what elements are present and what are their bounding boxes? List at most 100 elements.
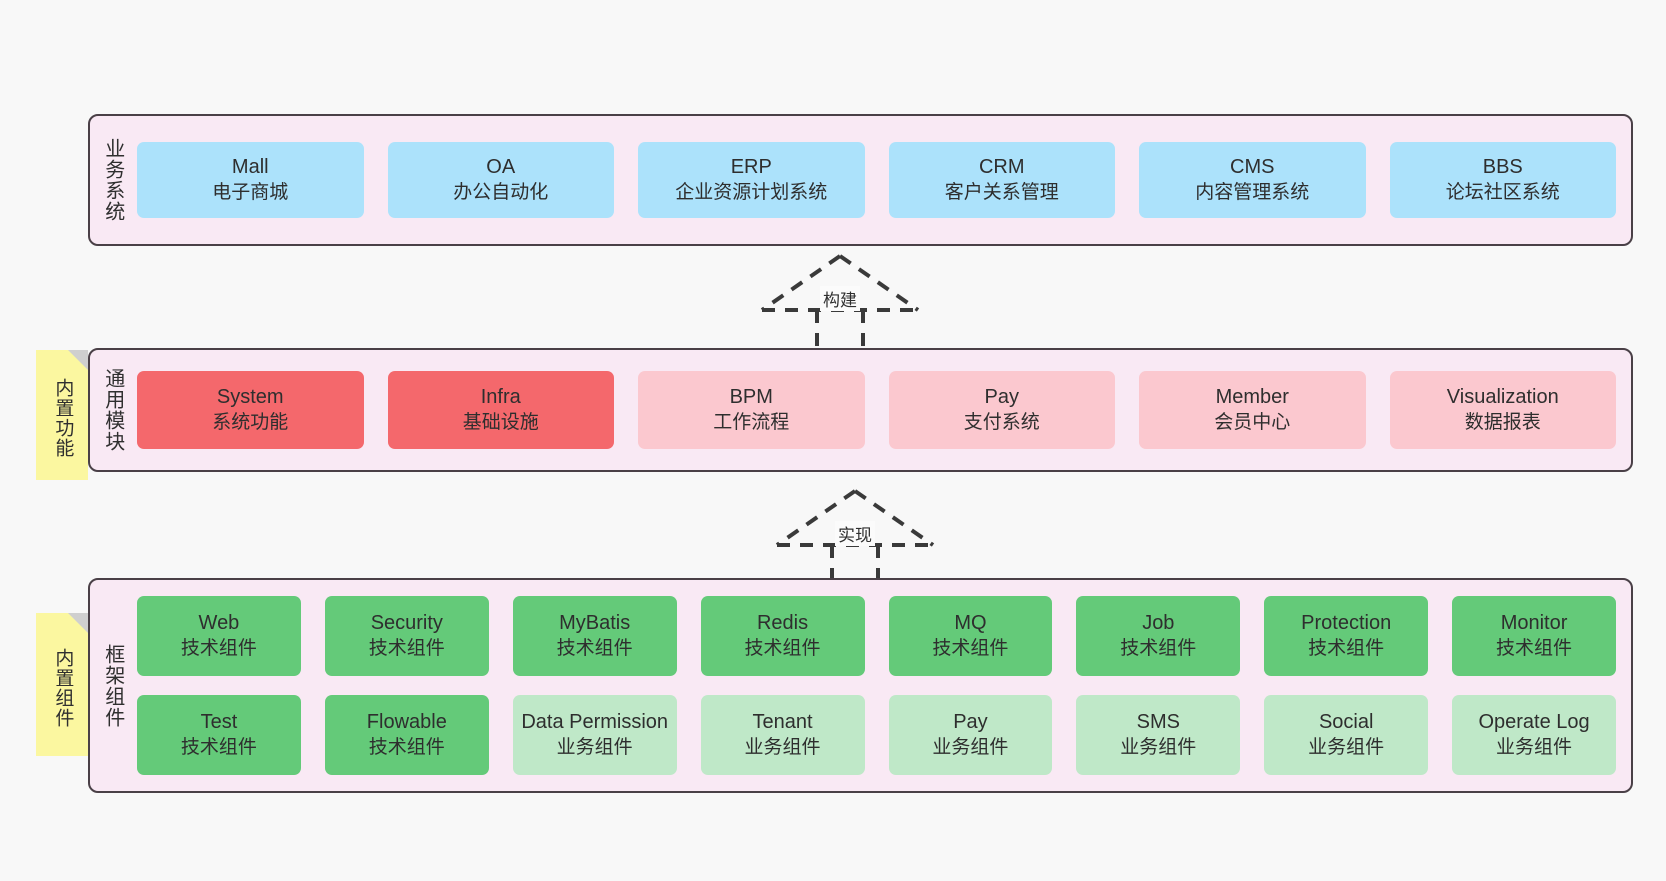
- card-title-cn: 数据报表: [1464, 411, 1541, 433]
- card-title-cn: 企业资源计划系统: [675, 181, 828, 203]
- card-redis[interactable]: Redis 技术组件: [700, 596, 865, 676]
- layer-label-framework-component: 框架组件: [101, 643, 124, 728]
- card-title-cn: 技术组件: [556, 637, 633, 659]
- card-title-cn: 业务组件: [932, 736, 1009, 758]
- connector-build: 构建: [755, 252, 925, 354]
- card-social[interactable]: Social 业务组件: [1264, 695, 1429, 775]
- card-title-cn: 技术组件: [1120, 637, 1197, 659]
- card-title-en: Monitor: [1500, 612, 1568, 635]
- card-title-cn: 基础设施: [462, 411, 539, 433]
- card-row: Mall 电子商城 OA 办公自动化 ERP 企业资源计划系统 CRM 客户关系…: [137, 142, 1616, 218]
- card-title-cn: 技术组件: [1496, 637, 1573, 659]
- card-row: Test 技术组件 Flowable 技术组件 Data Permission …: [137, 695, 1616, 775]
- card-title-en: Security: [370, 612, 443, 635]
- card-title-cn: 业务组件: [1308, 736, 1385, 758]
- card-title-cn: 客户关系管理: [944, 181, 1059, 203]
- card-title-cn: 工作流程: [713, 411, 790, 433]
- card-oa[interactable]: OA 办公自动化: [387, 142, 614, 218]
- card-bpm[interactable]: BPM 工作流程: [638, 371, 865, 449]
- card-operate-log[interactable]: Operate Log 业务组件: [1452, 695, 1616, 775]
- card-title-en: Visualization: [1446, 386, 1559, 409]
- card-title-cn: 技术组件: [744, 637, 821, 659]
- card-title-en: CMS: [1230, 156, 1275, 179]
- card-title-cn: 技术组件: [180, 736, 257, 758]
- note-label: 内置组件: [52, 647, 74, 728]
- card-title-cn: 业务组件: [1120, 736, 1197, 758]
- card-monitor[interactable]: Monitor 技术组件: [1452, 596, 1616, 676]
- card-row: System 系统功能 Infra 基础设施 BPM 工作流程 Pay 支付系统…: [137, 371, 1616, 449]
- note-builtin-function: 内置功能: [36, 350, 88, 480]
- card-row: Web 技术组件 Security 技术组件 MyBatis 技术组件 Redi…: [137, 596, 1616, 676]
- card-visualization[interactable]: Visualization 数据报表: [1389, 371, 1616, 449]
- card-title-en: Web: [198, 612, 240, 635]
- layer-body-common-module: System 系统功能 Infra 基础设施 BPM 工作流程 Pay 支付系统…: [134, 350, 1631, 470]
- layer-label-business-system: 业务系统: [101, 138, 124, 222]
- card-title-en: ERP: [730, 156, 772, 179]
- card-title-en: Operate Log: [1478, 711, 1590, 734]
- connector-label-build: 构建: [820, 286, 860, 311]
- card-title-cn: 业务组件: [744, 736, 821, 758]
- note-label: 内置功能: [52, 378, 74, 458]
- card-title-en: Test: [200, 711, 238, 734]
- card-title-en: Data Permission: [521, 711, 669, 734]
- card-pay-biz[interactable]: Pay 业务组件: [888, 695, 1053, 775]
- card-title-en: Social: [1318, 711, 1374, 734]
- card-title-en: Pay: [984, 386, 1019, 409]
- card-title-cn: 技术组件: [368, 736, 445, 758]
- card-title-en: BPM: [729, 386, 773, 409]
- card-title-cn: 电子商城: [212, 181, 289, 203]
- card-flowable[interactable]: Flowable 技术组件: [324, 695, 489, 775]
- card-title-cn: 业务组件: [556, 736, 633, 758]
- layer-common-module: 通用模块 System 系统功能 Infra 基础设施 BPM 工作流程 Pay…: [88, 348, 1633, 472]
- card-title-cn: 业务组件: [1496, 736, 1573, 758]
- card-job[interactable]: Job 技术组件: [1076, 596, 1241, 676]
- layer-framework-component: 框架组件 Web 技术组件 Security 技术组件 MyBatis 技术组件…: [88, 578, 1633, 793]
- card-test[interactable]: Test 技术组件: [137, 695, 301, 775]
- card-member[interactable]: Member 会员中心: [1139, 371, 1366, 449]
- card-title-en: Flowable: [366, 711, 447, 734]
- card-system[interactable]: System 系统功能: [137, 371, 364, 449]
- card-cms[interactable]: CMS 内容管理系统: [1139, 142, 1366, 218]
- card-title-cn: 技术组件: [932, 637, 1009, 659]
- card-protection[interactable]: Protection 技术组件: [1264, 596, 1429, 676]
- card-title-cn: 技术组件: [180, 637, 257, 659]
- card-bbs[interactable]: BBS 论坛社区系统: [1389, 142, 1616, 218]
- card-security[interactable]: Security 技术组件: [324, 596, 489, 676]
- connector-label-implement: 实现: [835, 521, 875, 546]
- card-mall[interactable]: Mall 电子商城: [137, 142, 364, 218]
- card-mybatis[interactable]: MyBatis 技术组件: [512, 596, 677, 676]
- card-title-en: MyBatis: [559, 612, 631, 635]
- card-sms[interactable]: SMS 业务组件: [1076, 695, 1241, 775]
- note-builtin-component: 内置组件: [36, 613, 88, 756]
- connector-implement: 实现: [770, 487, 940, 589]
- card-title-en: Tenant: [752, 711, 813, 734]
- card-pay[interactable]: Pay 支付系统: [888, 371, 1115, 449]
- card-web[interactable]: Web 技术组件: [137, 596, 301, 676]
- card-title-en: BBS: [1482, 156, 1523, 179]
- card-title-cn: 支付系统: [963, 411, 1040, 433]
- card-infra[interactable]: Infra 基础设施: [387, 371, 614, 449]
- card-title-cn: 系统功能: [212, 411, 289, 433]
- card-tenant[interactable]: Tenant 业务组件: [700, 695, 865, 775]
- card-title-en: Protection: [1301, 612, 1392, 635]
- layer-body-business-system: Mall 电子商城 OA 办公自动化 ERP 企业资源计划系统 CRM 客户关系…: [134, 116, 1631, 244]
- card-title-en: Mall: [231, 156, 269, 179]
- card-title-cn: 论坛社区系统: [1445, 181, 1560, 203]
- card-title-en: Member: [1215, 386, 1289, 409]
- layer-label-common-module: 通用模块: [101, 368, 124, 452]
- layer-body-framework-component: Web 技术组件 Security 技术组件 MyBatis 技术组件 Redi…: [134, 580, 1631, 791]
- card-title-en: Job: [1142, 612, 1175, 635]
- layer-business-system: 业务系统 Mall 电子商城 OA 办公自动化 ERP 企业资源计划系统 CRM…: [88, 114, 1633, 246]
- card-title-en: Redis: [756, 612, 809, 635]
- card-erp[interactable]: ERP 企业资源计划系统: [638, 142, 865, 218]
- card-mq[interactable]: MQ 技术组件: [888, 596, 1053, 676]
- card-crm[interactable]: CRM 客户关系管理: [888, 142, 1115, 218]
- card-title-en: OA: [486, 156, 516, 179]
- card-title-en: System: [216, 386, 284, 409]
- card-title-cn: 技术组件: [368, 637, 445, 659]
- card-title-en: Pay: [953, 711, 988, 734]
- card-data-permission[interactable]: Data Permission 业务组件: [512, 695, 677, 775]
- card-title-en: CRM: [978, 156, 1025, 179]
- card-title-en: SMS: [1136, 711, 1180, 734]
- card-title-cn: 内容管理系统: [1195, 181, 1310, 203]
